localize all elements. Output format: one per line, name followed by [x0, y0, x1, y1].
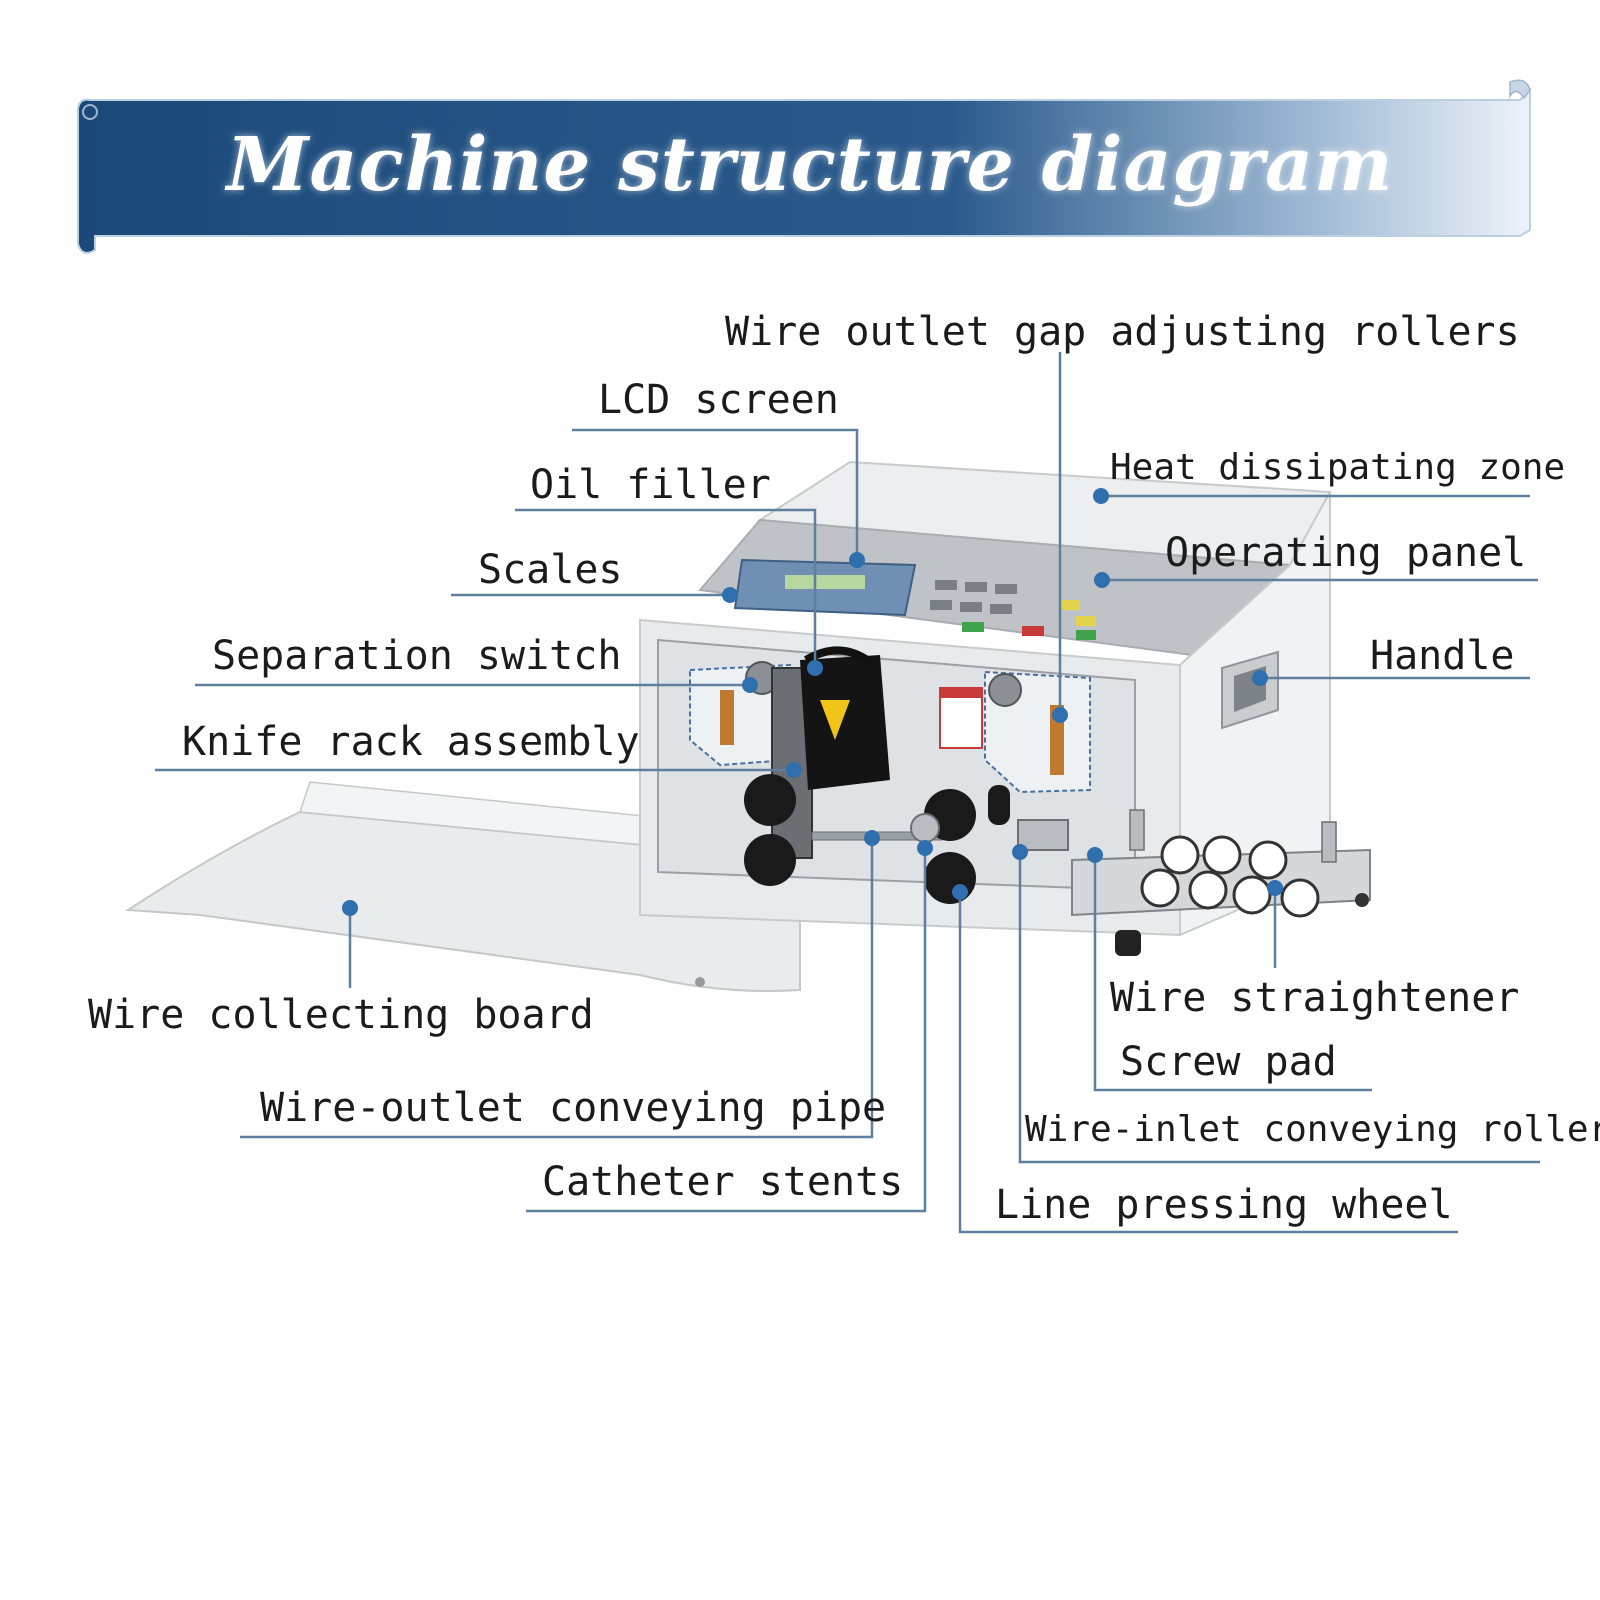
title-banner — [77, 79, 1531, 254]
label-knife-rack-assembly: Knife rack assembly — [182, 719, 640, 765]
label-wire-outlet-gap-adjusting-rollers: Wire outlet gap adjusting rollers — [725, 309, 1520, 355]
label-scales: Scales — [478, 547, 623, 593]
label-operating-panel: Operating panel — [1165, 530, 1527, 576]
label-catheter-stents: Catheter stents — [542, 1159, 904, 1205]
label-oil-filler: Oil filler — [530, 462, 771, 508]
label-screw-pad: Screw pad — [1120, 1039, 1337, 1085]
label-lcd-screen: LCD screen — [598, 377, 839, 423]
label-wire-inlet-conveying-rollers: Wire-inlet conveying rollers — [1025, 1109, 1600, 1150]
label-wire-outlet-conveying-pipe: Wire-outlet conveying pipe — [260, 1085, 887, 1131]
label-wire-collecting-board: Wire collecting board — [88, 992, 594, 1038]
label-line-pressing-wheel: Line pressing wheel — [995, 1182, 1453, 1228]
label-wire-straightener: Wire straightener — [1110, 975, 1520, 1021]
label-separation-switch: Separation switch — [212, 633, 622, 679]
label-heat-dissipating-zone: Heat dissipating zone — [1110, 447, 1566, 488]
page-title: Machine structure diagram — [226, 122, 1394, 208]
label-handle: Handle — [1370, 633, 1515, 679]
